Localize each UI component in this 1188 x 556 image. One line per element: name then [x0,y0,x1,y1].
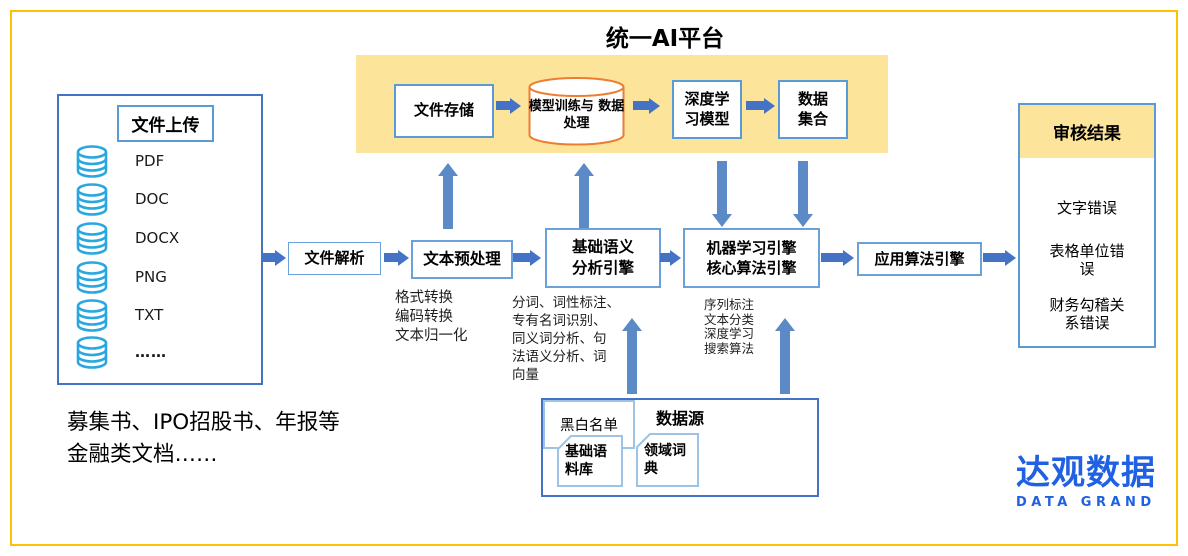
file-upload-header: 文件上传 [117,105,214,142]
model-training-cylinder: 模型训练与 数据处理 [527,76,626,146]
datasource-dictionary-box: 领域词典 [636,433,699,487]
datasource-title: 数据源 [655,409,704,428]
arrow-applied-to-result [983,253,1005,262]
arrow-datasource-to-semantic [627,331,637,394]
arrow-storage-to-training [496,101,510,110]
arrow-ml-to-applied [821,253,843,262]
ml-engine-box: 机器学习引擎 核心算法引擎 [683,228,820,288]
ml-notes: 序列标注 文本分类 深度学习 搜索算法 [704,297,755,356]
upload-item-png: PNG [74,259,167,295]
result-item-table-unit-error: 表格单位错误 [1049,242,1125,278]
notched-card-icon [636,433,699,487]
arrow-parse-to-preprocess [384,253,398,262]
upload-item-pdf: PDF [74,143,164,179]
arrow-preprocess-to-banner [443,176,453,229]
datasource-panel: 数据源 基础语料库 领域词典 黑白名单 [541,398,819,497]
model-training-label: 模型训练与 数据处理 [528,99,625,131]
arrow-deeplearning-to-collection [746,101,764,110]
deep-learning-box: 深度学 习模型 [672,80,742,139]
audit-result-panel: 审核结果 文字错误 表格单位错误 财务勾稽关系错误 [1018,103,1156,348]
applied-algorithm-box: 应用算法引擎 [857,242,982,276]
upload-item-label: …… [135,343,167,361]
datagrand-logo: 达观数据 DATA GRAND [1016,453,1166,510]
arrow-semantic-to-ml [660,253,670,262]
upload-item-txt: TXT [74,297,163,333]
arrow-banner-to-ml-left [717,161,727,214]
database-icon [76,261,108,294]
logo-chinese-text: 达观数据 [1016,453,1156,493]
diagram-title: 统一AI平台 [605,26,725,52]
database-icon [76,299,108,332]
upload-item-doc: DOC [74,181,169,217]
document-types-caption: 募集书、IPO招股书、年报等 金融类文档…… [67,410,340,467]
result-item-text-error: 文字错误 [1056,199,1117,217]
text-preprocess-box: 文本预处理 [411,240,513,279]
arrow-preprocess-to-semantic [513,253,530,262]
file-upload-title: 文件上传 [131,116,200,136]
upload-item-label: PNG [135,268,167,286]
file-parse-box: 文件解析 [288,242,381,275]
semantic-notes: 分词、词性标注、 专有名词识别、 同义词分析、句 法语义分析、词 向量 [512,295,620,383]
upload-item-docx: DOCX [74,220,179,256]
data-collection-box: 数据 集合 [778,80,848,139]
upload-item-label: PDF [135,152,165,170]
arrow-datasource-to-ml [780,331,790,394]
database-icon [76,183,108,216]
upload-item-more: …… [74,334,167,370]
audit-result-header: 审核结果 [1020,105,1154,158]
file-storage-label: 文件存储 [413,101,474,120]
result-item-financial-error: 财务勾稽关系错误 [1049,296,1125,332]
upload-item-label: TXT [135,306,164,324]
arrow-semantic-to-banner [579,176,589,229]
semantic-engine-box: 基础语义 分析引擎 [545,228,661,288]
file-storage-box: 文件存储 [394,84,494,138]
preprocess-notes: 格式转换 编码转换 文本归一化 [395,290,468,344]
notched-card-icon [557,435,623,487]
datasource-corpus-box: 基础语料库 [557,435,623,487]
arrow-training-to-deeplearning [633,101,649,110]
database-icon [76,336,108,369]
database-icon [76,145,108,178]
arrow-banner-to-ml-right [798,161,808,214]
arrow-upload-to-parse [262,253,275,262]
upload-item-label: DOC [135,190,169,208]
page-border-frame [10,10,1178,546]
database-icon [76,222,108,255]
upload-item-label: DOCX [135,229,180,247]
cylinder-shape-icon [528,77,625,146]
file-upload-panel [57,94,263,385]
logo-english-text: DATA GRAND [1016,495,1156,510]
